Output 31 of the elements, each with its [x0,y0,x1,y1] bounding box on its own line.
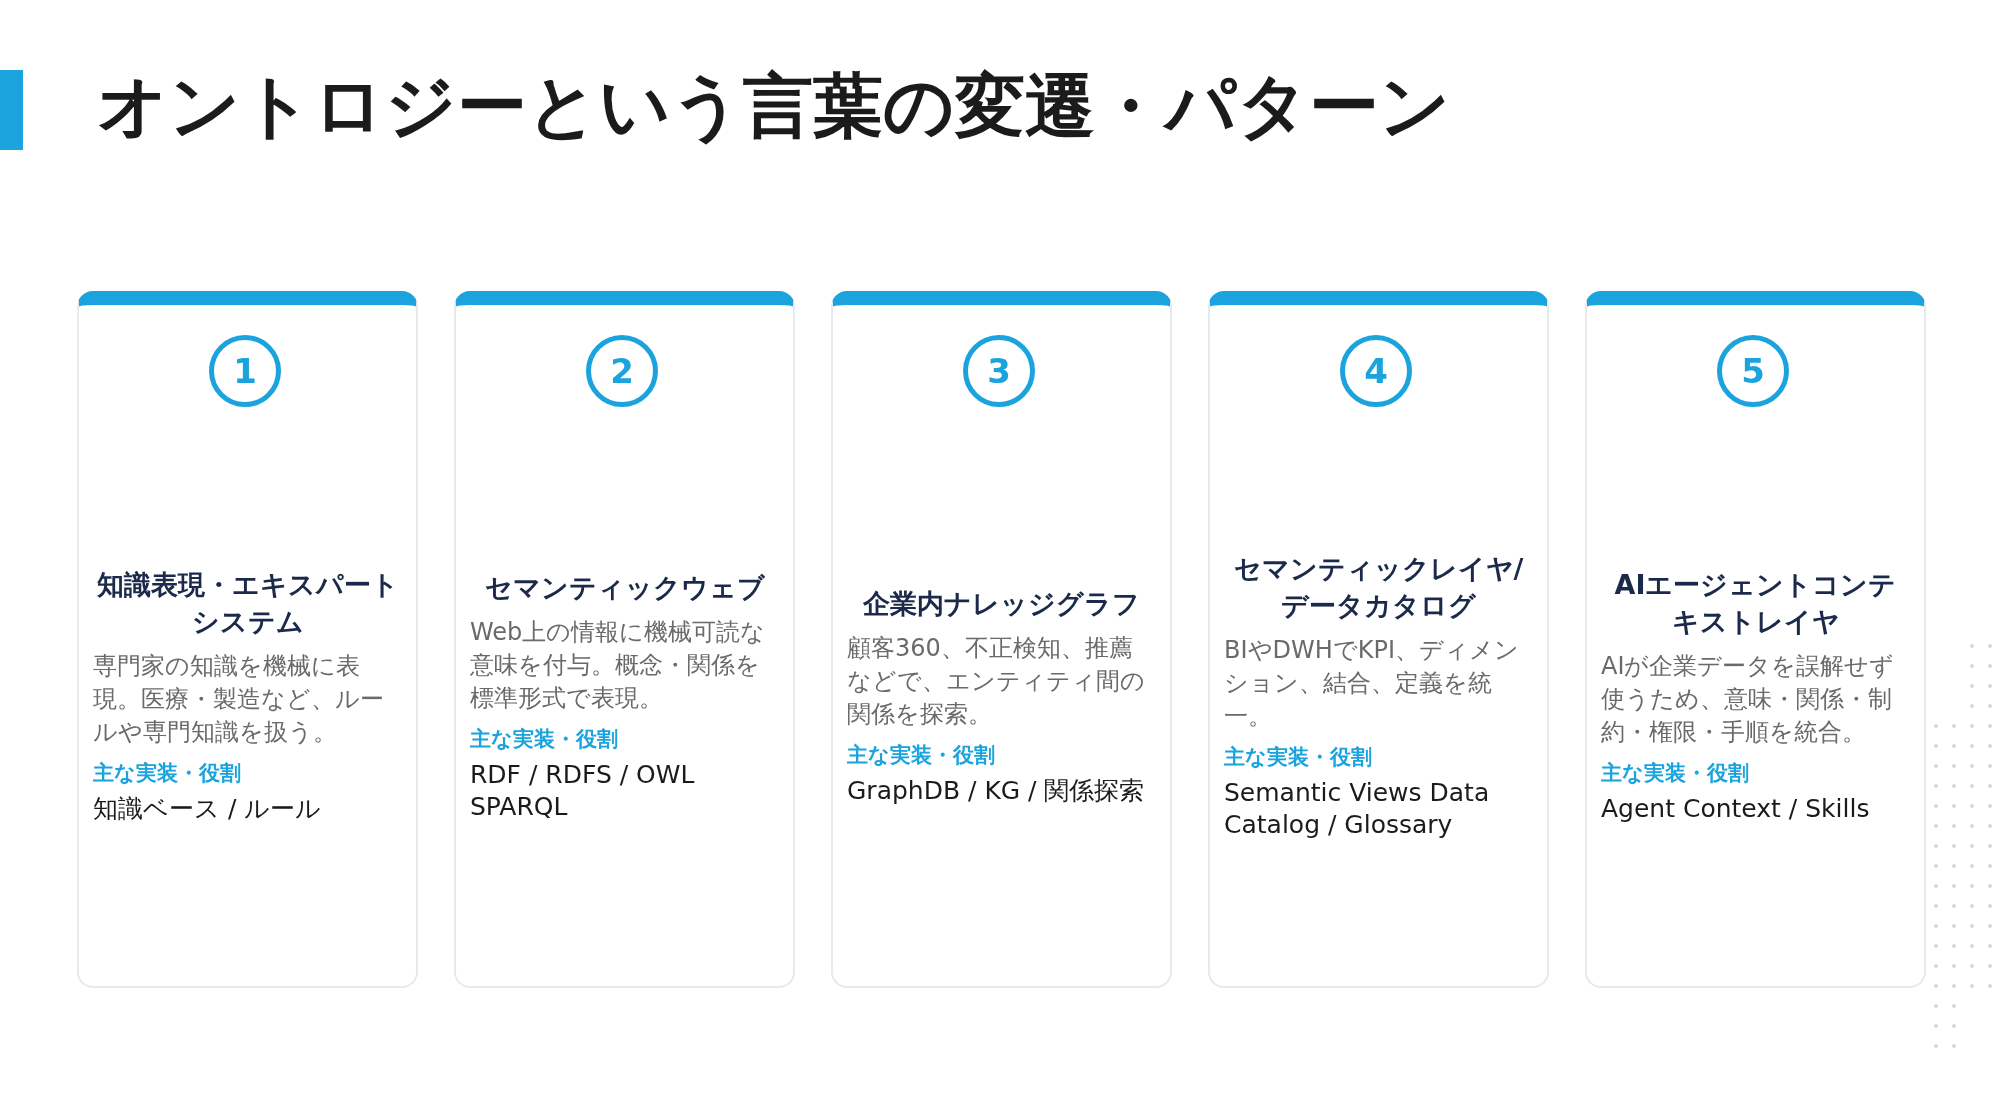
section-label: 主な実装・役割 [1224,744,1373,771]
card [77,291,418,988]
description-text: Web上の情報に機械可読な意味を付与。概念・関係を標準形式で表現。 [470,616,767,714]
card-heading: AIエージェントコンテキストレイヤ [1613,568,1898,639]
section-label: 主な実装・役割 [847,741,996,769]
implementation-text: 知識ベース / ルール [93,793,323,825]
card-heading: セマンティックレイヤ/データカタログ [1232,552,1525,623]
implementation-text: Semantic Views Data Catalog / Glossary [1224,777,1491,841]
number-circle: 2 [586,335,658,407]
number-circle: 3 [963,335,1035,407]
card [454,291,795,988]
section-label: 主な実装・役割 [1601,760,1750,787]
description-text: 専門家の知識を機械に表現。医療・製造など、ルールや専門知識を扱う。 [93,651,385,748]
number-circle: 1 [209,335,281,407]
card [1208,291,1549,988]
description-text: 顧客360、不正検知、推薦などで、エンティティ間の関係を探索。 [847,632,1146,730]
description-text: BIやDWHでKPI、ディメンション、結合、定義を統一。 [1224,635,1521,732]
number-circle: 5 [1717,335,1789,407]
slide-title: オントロジーという言葉の変遷・パターン [97,64,1451,149]
description-text: AIが企業データを誤解せず使うため、意味・関係・制約・権限・手順を統合。 [1601,651,1896,748]
card-heading: セマンティックウェブ [483,570,766,605]
implementation-text: GraphDB / KG / 関係探索 [847,774,1146,807]
implementation-text: Agent Context / Skills [1601,793,1871,825]
card-heading: 企業内ナレッジグラフ [862,586,1141,621]
section-label: 主な実装・役割 [470,725,619,753]
number-circle: 4 [1340,335,1412,407]
card [831,291,1172,988]
section-label: 主な実装・役割 [93,760,242,787]
card [1585,291,1926,988]
implementation-text: RDF / RDFS / OWL SPARQL [470,758,696,823]
card-heading: 知識表現・エキスパートシステム [95,568,400,639]
